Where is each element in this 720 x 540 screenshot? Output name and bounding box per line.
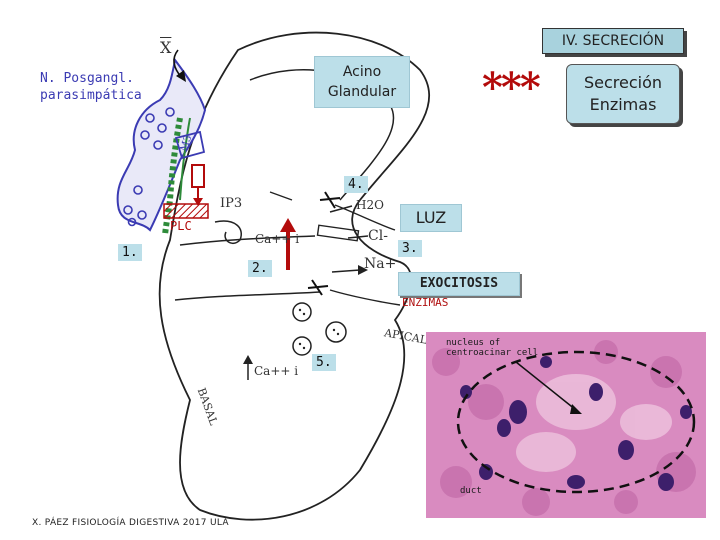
emphasis-stars: *** [482,64,541,111]
ip3-arrow [214,220,242,244]
secrecion-enzimas-label: Secreción Enzimas [566,64,680,124]
step4-arrow [269,191,293,201]
plc-label: PLC [170,219,192,233]
lumen-line-bottom [329,289,401,306]
cl-label: Cl- [368,228,388,244]
acinar-cell-outline [158,31,431,521]
enzimas-label: ENZIMAS [402,296,449,309]
cl-arrow [347,235,369,239]
acino-glandular-label: Acino Glandular [314,56,410,108]
zymogen-granules [292,302,347,356]
tight-junctions [307,191,341,296]
nucleus-pointer-arrowhead [570,404,582,414]
na-arrow [331,269,361,273]
section-title: IV. SECRECIÓN [542,28,684,54]
acinus-dashed-outline [456,350,696,494]
nerve-vesicles [123,107,175,227]
step-4: 4. [344,176,368,193]
micrograph-nuclei [460,356,692,491]
ip3-label: IP3 [220,196,243,211]
receptor-membrane-inner [179,117,191,201]
ca-increase-arrowhead [280,218,296,232]
na-arrowhead [358,265,368,275]
receptor-membrane [162,117,183,236]
nucleus-pointer-line [515,361,577,411]
na-label: Na+ [364,256,397,272]
step-5: 5. [312,354,336,371]
step-3: 3. [398,240,422,257]
nerve-x-label: X [160,38,172,57]
ca-label: Ca++ i [255,232,300,246]
micrograph-duct-label: duct [460,486,482,496]
exocitosis-label: EXOCITOSIS [398,272,520,296]
h2o-arrow [329,205,353,213]
plc-enzyme [163,203,209,219]
footer-credit: X. PÁEZ FISIOLOGÍA DIGESTIVA 2017 ULA [32,518,229,528]
step-2: 2. [248,260,272,277]
ca-step5-label: Ca++ i [254,364,299,378]
membrane-channel [316,224,360,242]
luz-label: LUZ [400,204,462,232]
zymogen-granule-dots [298,308,340,350]
gprotein-arrowhead [193,198,203,206]
histology-micrograph [426,332,706,518]
micrograph-texture [432,340,696,516]
lumen-line-top [334,204,396,231]
nerve-arrowhead [176,70,186,82]
micrograph-nucleus-label: nucleus of centroacinar cell [446,338,539,358]
step-1: 1. [118,244,142,261]
m3-receptor [174,130,206,160]
h2o-label: H2O [356,198,384,212]
ca-step5-arrowhead [243,355,253,364]
g-protein [191,164,205,188]
nerve-label: N. Posgangl. parasimpática [40,71,142,103]
